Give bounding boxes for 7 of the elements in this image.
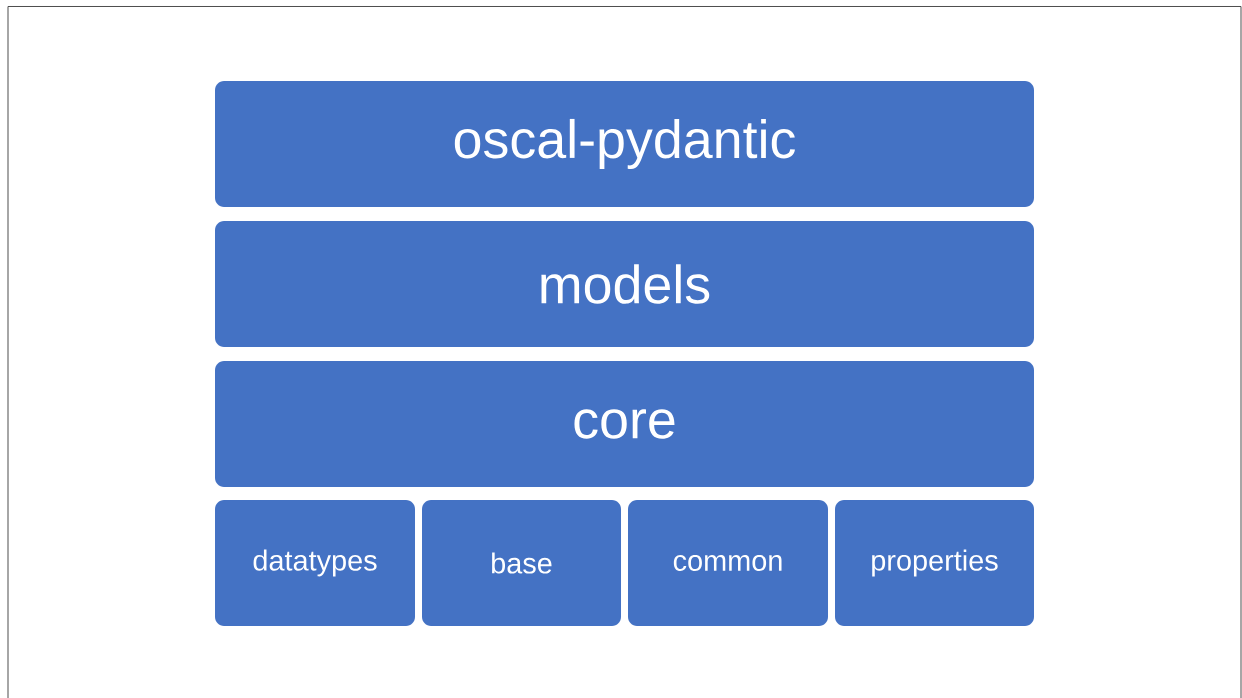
layer-box: oscal-pydantic — [215, 81, 1034, 207]
module-box: common — [628, 500, 828, 626]
layer-box: core — [215, 361, 1034, 487]
module-box: datatypes — [215, 500, 415, 626]
module-box: base — [422, 500, 621, 626]
layer-box: models — [215, 221, 1034, 347]
module-box: properties — [835, 500, 1034, 626]
